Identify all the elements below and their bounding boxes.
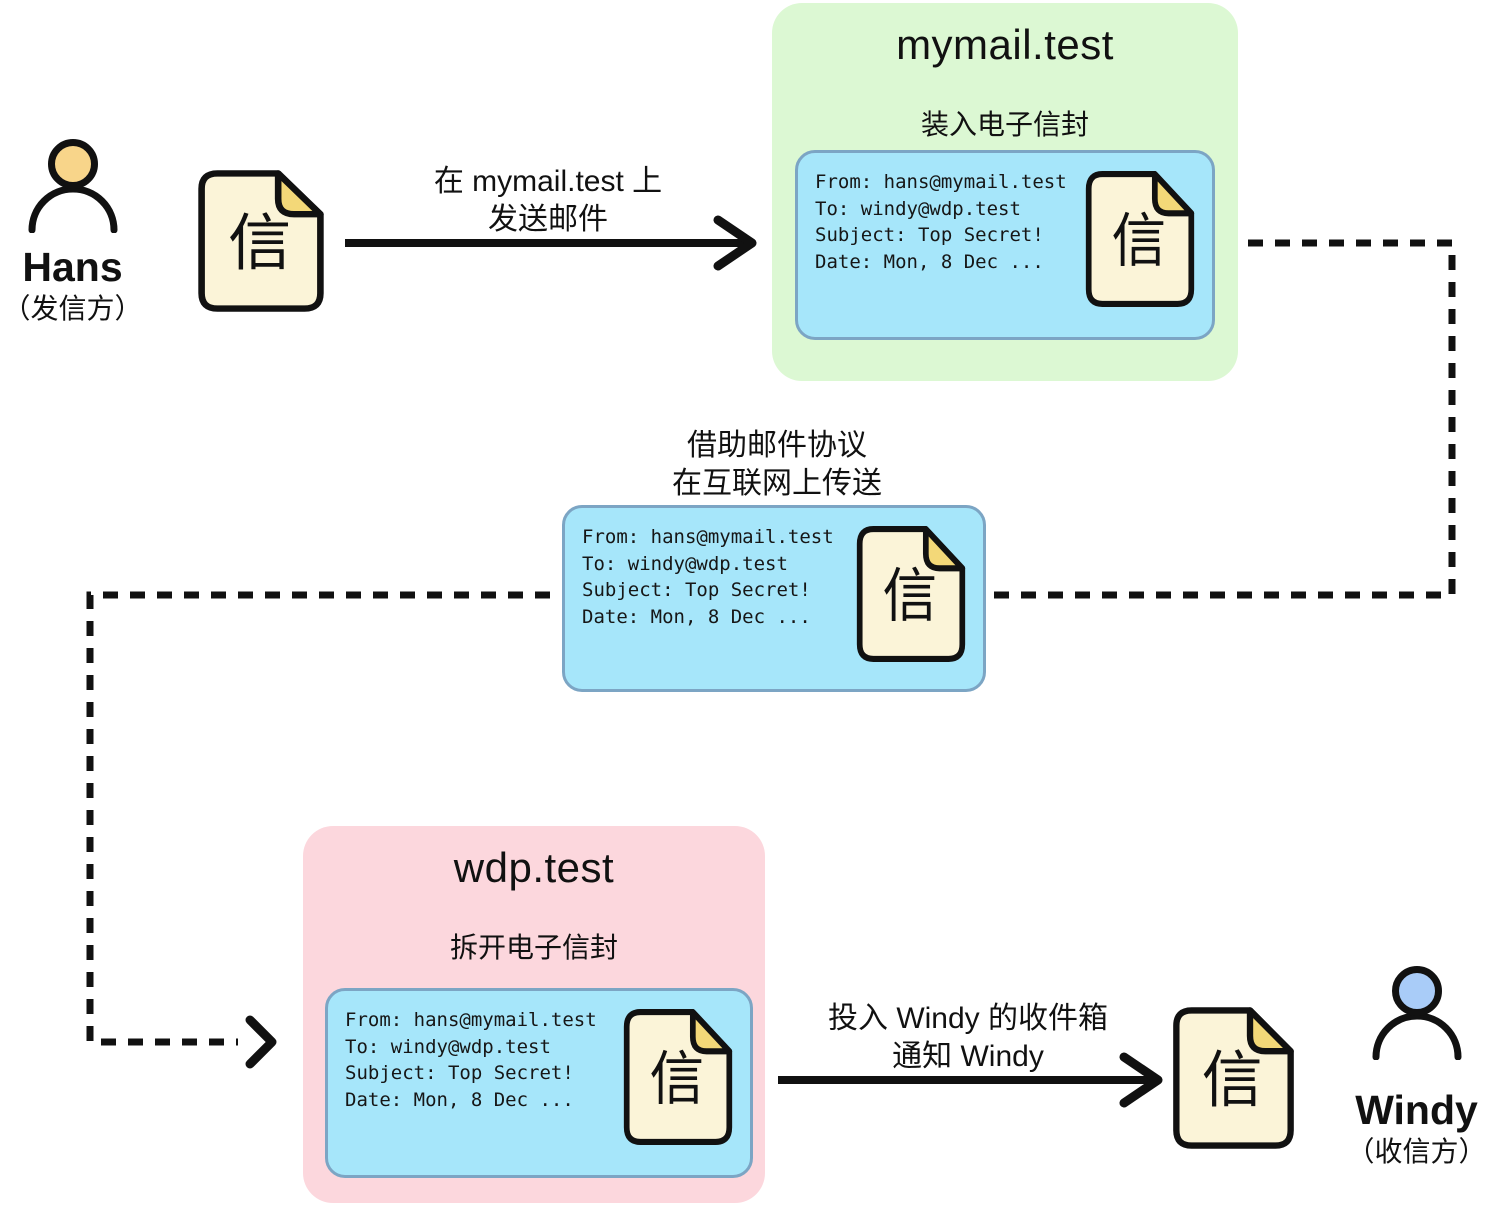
- envelope-headers: From: hans@mymail.test To: windy@wdp.tes…: [345, 1009, 597, 1111]
- letter-glyph: 信: [228, 210, 291, 278]
- receiver-group: Windy （收信方）: [1340, 966, 1493, 1170]
- receiver-name: Windy: [1355, 1087, 1478, 1133]
- envelope-card: From: hans@mymail.test To: windy@wdp.tes…: [325, 988, 753, 1178]
- letter-icon: 信: [623, 1009, 733, 1145]
- letter-icon: 信: [856, 526, 966, 662]
- letter-icon: 信: [198, 170, 324, 312]
- server-mymail-box: mymail.test 装入电子信封 From: hans@mymail.tes…: [772, 3, 1238, 381]
- sender-role: （发信方）: [2, 293, 143, 324]
- person-icon: [28, 139, 117, 233]
- send-arrow-label: 在 mymail.test 上 发送邮件: [433, 165, 663, 236]
- letter-glyph: 信: [650, 1047, 705, 1112]
- send-arrowhead-icon: [713, 215, 757, 271]
- envelope-headers: From: hans@mymail.test To: windy@wdp.tes…: [582, 526, 834, 628]
- envelope-headers: From: hans@mymail.test To: windy@wdp.tes…: [815, 171, 1067, 273]
- transfer-dashed-line: [86, 239, 1456, 1046]
- receiver-role: （收信方）: [1346, 1136, 1487, 1167]
- deliver-arrow-label: 投入 Windy 的收件箱 通知 Windy: [827, 1002, 1109, 1073]
- letter-icon: 信: [1173, 1007, 1294, 1149]
- envelope-card: From: hans@mymail.test To: windy@wdp.tes…: [562, 505, 986, 692]
- letter-glyph: 信: [883, 564, 938, 629]
- server-wdp-box: wdp.test 拆开电子信封 From: hans@mymail.test T…: [303, 826, 765, 1203]
- deliver-arrowhead-icon: [1119, 1052, 1163, 1108]
- transfer-arrowhead-icon: [245, 1015, 277, 1069]
- envelope-card: From: hans@mymail.test To: windy@wdp.tes…: [795, 150, 1215, 340]
- transfer-label: 借助邮件协议 在互联网上传送: [672, 429, 882, 500]
- server-mymail-action: 装入电子信封: [920, 109, 1089, 140]
- sender-group: Hans （发信方）: [0, 139, 145, 327]
- server-mymail-title: mymail.test: [896, 21, 1114, 68]
- letter-glyph: 信: [1112, 209, 1167, 274]
- letter-glyph: 信: [1202, 1046, 1263, 1114]
- sender-name: Hans: [22, 244, 123, 290]
- person-icon: [1372, 966, 1461, 1060]
- letter-icon: 信: [1085, 171, 1195, 307]
- server-wdp-action: 拆开电子信封: [449, 932, 618, 963]
- server-wdp-title: wdp.test: [453, 844, 615, 891]
